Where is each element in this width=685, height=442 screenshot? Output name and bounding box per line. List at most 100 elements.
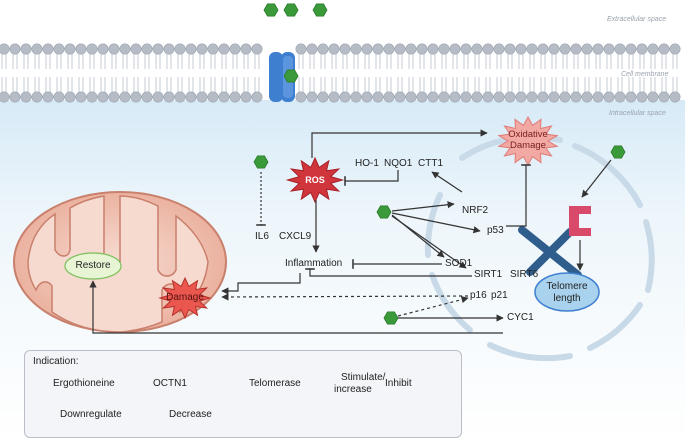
phospholipid-head	[416, 91, 428, 103]
phospholipid-head	[75, 91, 87, 103]
phospholipid-head	[504, 43, 516, 55]
telomere-label-2: length	[553, 293, 581, 304]
phospholipid-head	[394, 91, 406, 103]
ctt1-label: CTT1	[418, 158, 443, 169]
phospholipid-head	[339, 43, 351, 55]
phospholipid-head	[515, 91, 527, 103]
phospholipid-head	[306, 91, 318, 103]
phospholipid-head	[350, 43, 362, 55]
phospholipid-head	[328, 91, 340, 103]
phospholipid-head	[471, 91, 483, 103]
oxidative-damage-label-2: Damage	[510, 140, 546, 151]
phospholipid-head	[482, 43, 494, 55]
phospholipid-head	[603, 43, 615, 55]
edge-ergo-p53	[391, 212, 481, 234]
phospholipid-head	[207, 91, 219, 103]
phospholipid-head	[42, 43, 54, 55]
phospholipid-head	[570, 91, 582, 103]
phospholipid-head	[75, 43, 87, 55]
phospholipid-head	[0, 91, 10, 103]
p21-label: p21	[491, 290, 508, 301]
phospholipid-head	[636, 91, 648, 103]
edge-ergo-telomerase	[581, 159, 612, 198]
inflammation-label: Inflammation	[285, 258, 343, 269]
phospholipid-head	[405, 43, 417, 55]
legend-downregulate-label: Downregulate	[60, 409, 122, 420]
phospholipid-head	[526, 43, 538, 55]
phospholipid-head	[438, 43, 450, 55]
phospholipid-head	[559, 43, 571, 55]
ergothioneine-icon	[312, 3, 328, 17]
damage-label: Damage	[166, 292, 204, 303]
edge-ros-oxidative-damage	[311, 129, 488, 158]
edge-ergo-nrf2	[391, 201, 455, 212]
phospholipid-head	[196, 43, 208, 55]
phospholipid-head	[251, 43, 263, 55]
edge-p16-damage	[221, 293, 469, 301]
nqo1-label: NQO1	[384, 158, 413, 169]
phospholipid-head	[9, 91, 21, 103]
intracellular-space-label: Intracellular space	[609, 110, 666, 117]
legend-decrease-label: Decrease	[169, 409, 212, 420]
phospholipid-head	[669, 91, 681, 103]
edge-sirt1-inflammation	[305, 268, 472, 277]
phospholipid-head	[108, 43, 120, 55]
phospholipid-head	[295, 43, 307, 55]
phospholipid-head	[526, 91, 538, 103]
legend-stimulate-label-2: increase	[334, 384, 372, 395]
phospholipid-head	[207, 43, 219, 55]
phospholipid-head	[537, 91, 549, 103]
phospholipid-head	[141, 43, 153, 55]
il6-label: IL6	[255, 231, 269, 242]
phospholipid-head	[130, 91, 142, 103]
sirt6-label: SIRT6	[510, 269, 539, 280]
phospholipid-head	[20, 91, 32, 103]
phospholipid-head	[119, 91, 131, 103]
phospholipid-head	[317, 91, 329, 103]
phospholipid-head	[64, 91, 76, 103]
phospholipid-head	[537, 43, 549, 55]
phospholipid-head	[196, 91, 208, 103]
phospholipid-head	[614, 43, 626, 55]
legend-telomerase-label: Telomerase	[249, 378, 301, 389]
phospholipid-head	[42, 91, 54, 103]
phospholipid-head	[427, 43, 439, 55]
phospholipid-head	[647, 43, 659, 55]
phospholipid-head	[625, 91, 637, 103]
phospholipid-head	[64, 43, 76, 55]
telomere-label-1: Telomere	[546, 281, 588, 292]
phospholipid-head	[152, 91, 164, 103]
cell-membrane-label: Cell membrane	[621, 71, 669, 78]
ergothioneine-icon	[610, 145, 626, 159]
phospholipid-head	[86, 91, 98, 103]
sod1-label: SOD1	[445, 258, 473, 269]
phospholipid-head	[592, 43, 604, 55]
edge-inflammation-damage	[221, 273, 301, 295]
legend-box	[24, 350, 462, 438]
chromosome	[518, 226, 582, 279]
phospholipid-head	[614, 91, 626, 103]
phospholipid-head	[31, 43, 43, 55]
phospholipid-head	[383, 91, 395, 103]
telomere-length-node	[534, 272, 600, 312]
phospholipid-head	[658, 91, 670, 103]
phospholipid-head	[141, 91, 153, 103]
phospholipid-head	[372, 91, 384, 103]
phospholipid-head	[405, 91, 417, 103]
ros-burst	[285, 156, 345, 204]
phospholipid-head	[251, 91, 263, 103]
phospholipid-head	[218, 91, 230, 103]
edge-nqo1-ros	[344, 170, 399, 186]
phospholipid-head	[548, 43, 560, 55]
ergothioneine-icon	[383, 311, 399, 325]
phospholipid-head	[504, 91, 516, 103]
cell-membrane	[0, 43, 681, 103]
ergothioneine-icon	[263, 3, 279, 17]
telomerase-icon	[569, 206, 591, 236]
phospholipid-head	[416, 43, 428, 55]
ho1-label: HO-1	[355, 158, 379, 169]
phospholipid-head	[53, 43, 65, 55]
phospholipid-head	[570, 43, 582, 55]
phospholipid-head	[108, 91, 120, 103]
